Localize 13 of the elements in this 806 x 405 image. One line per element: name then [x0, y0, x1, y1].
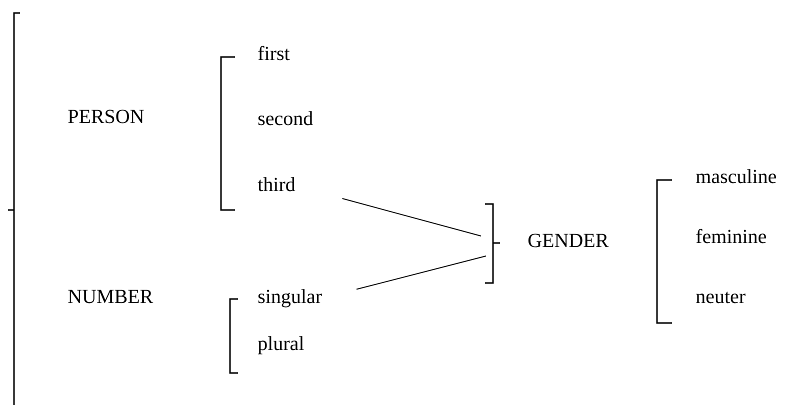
- connector-line: [356, 256, 486, 290]
- feature-label: third: [258, 177, 296, 192]
- feature-label: second: [258, 111, 313, 126]
- connector-line: [342, 198, 482, 236]
- feature-label: neuter: [696, 292, 746, 304]
- feature-label: masculine: [696, 169, 776, 184]
- feature-label: plural: [258, 336, 304, 354]
- feature-label: NUMBER: [68, 290, 154, 304]
- feature-label: PERSON: [68, 110, 144, 124]
- feature-label: singular: [258, 289, 322, 308]
- feature-label: GENDER: [528, 234, 609, 248]
- feature-label: first: [258, 46, 290, 60]
- feature-label: feminine: [696, 228, 766, 244]
